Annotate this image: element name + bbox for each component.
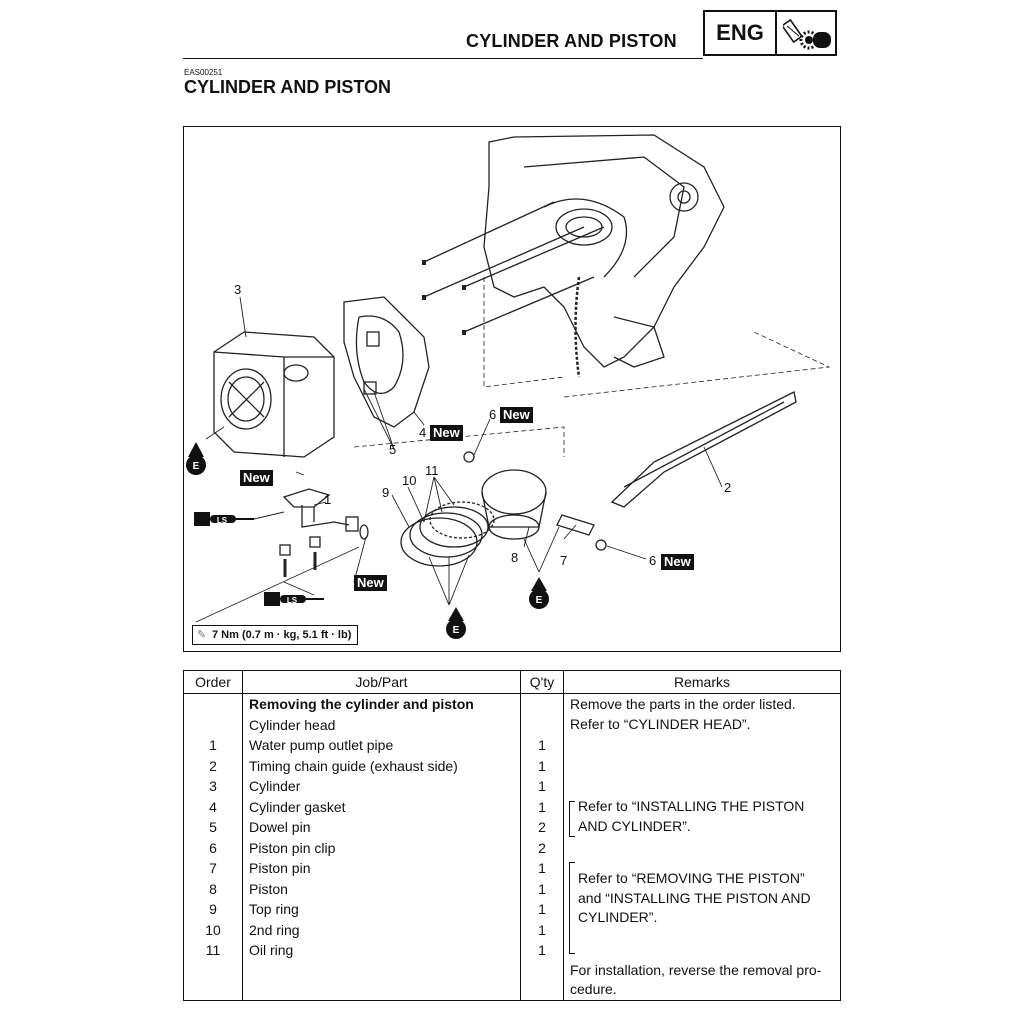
oil-can-icons [186, 442, 549, 639]
callout-6b: 6 [649, 553, 657, 568]
row-order: 10 [205, 921, 221, 938]
row-order [184, 715, 242, 736]
row-order: 7 [209, 860, 217, 876]
row-qty: 1 [538, 901, 546, 917]
callout-7: 7 [560, 553, 568, 568]
row-part: Piston pin clip [249, 839, 336, 856]
row-qty: 1 [538, 757, 546, 774]
remark-order-listed: Remove the parts in the order listed. [570, 696, 796, 712]
torque-spec-text: 7 Nm (0.7 m · kg, 5.1 ft · lb) [212, 629, 352, 641]
page-title: CYLINDER AND PISTON [184, 77, 392, 97]
eng-badge-label: ENG [705, 12, 777, 54]
header-rule [183, 58, 703, 59]
sealant-symbol-2: LS [287, 596, 298, 605]
row-part: Cylinder gasket [249, 798, 346, 815]
callout-8: 8 [511, 550, 519, 565]
remark-group2-b: and “INSTALLING THE PISTON AND [578, 890, 811, 906]
row-qty: 1 [538, 880, 546, 897]
row-qty: 1 [538, 798, 546, 815]
callout-3: 3 [234, 282, 242, 297]
new-tag-pipe-oring: New [240, 470, 273, 486]
row-order: 3 [209, 778, 217, 794]
row-order: 6 [209, 839, 217, 856]
row-order: 9 [209, 901, 217, 917]
row-qty: 1 [538, 737, 546, 753]
row-order [184, 694, 242, 715]
new-tag-gasket: New [430, 425, 463, 441]
row-part: Piston pin [249, 860, 311, 876]
exploded-view-figure: E E E LS LS 1 2 3 4 5 6 6 7 8 9 10 11 Ne… [183, 126, 841, 652]
remark-group1-b: AND CYLINDER”. [578, 818, 691, 834]
row-order: 11 [205, 942, 221, 958]
remark-group1-a: Refer to “INSTALLING THE PISTON [578, 798, 805, 814]
callout-10: 10 [402, 473, 417, 488]
section-title: CYLINDER AND PISTON [466, 31, 677, 51]
new-tag-clip-upper: New [500, 407, 533, 423]
order-column: 1 2 3 4 5 6 7 8 9 10 11 [183, 693, 243, 1001]
oil-symbol-1: E [193, 461, 200, 472]
table-header-row: Order Job/Part Q'ty Remarks [183, 670, 841, 694]
new-tag-clip-lower: New [661, 554, 694, 570]
row-qty: 2 [538, 819, 546, 835]
callout-6a: 6 [489, 407, 497, 422]
callout-2: 2 [724, 480, 732, 495]
row-part: Timing chain guide (exhaust side) [249, 757, 458, 774]
header-remarks: Remarks [563, 670, 841, 694]
header-job-part: Job/Part [242, 670, 521, 694]
remark-group2-a: Refer to “REMOVING THE PISTON” [578, 870, 805, 886]
callout-9: 9 [382, 485, 390, 500]
row-qty: 2 [538, 839, 546, 856]
row-part: Cylinder [249, 778, 301, 794]
row-part: Removing the cylinder and piston [249, 696, 474, 712]
row-part: 2nd ring [249, 921, 300, 938]
row-part: Piston [249, 880, 288, 897]
bracket-group-1 [569, 801, 575, 837]
sealant-symbol-1: LS [217, 516, 228, 525]
torque-spec: ✎ 7 Nm (0.7 m · kg, 5.1 ft · lb) [192, 625, 359, 645]
row-order: 2 [209, 757, 217, 774]
torque-wrench-icon: ✎ [197, 629, 207, 641]
oil-symbol-2: E [453, 625, 460, 636]
remark-cylinder-head: Refer to “CYLINDER HEAD”. [570, 716, 751, 732]
row-part: Cylinder head [249, 716, 336, 733]
remarks-column: Remove the parts in the order listed. Re… [563, 693, 841, 1001]
row-part: Dowel pin [249, 819, 311, 835]
row-qty: 1 [538, 921, 546, 938]
row-qty: 1 [538, 778, 546, 794]
oil-symbol-3: E [536, 595, 543, 606]
header-order: Order [183, 670, 243, 694]
row-qty: 1 [538, 942, 546, 958]
row-order: 5 [209, 819, 217, 835]
row-part: Top ring [249, 901, 299, 917]
row-part: Water pump outlet pipe [249, 737, 394, 753]
eng-badge: ENG [703, 10, 837, 56]
row-qty [521, 694, 563, 715]
row-order: 4 [209, 798, 217, 815]
row-order: 1 [209, 737, 217, 753]
new-tag-pipe-seal: New [354, 575, 387, 591]
callout-11: 11 [425, 463, 439, 478]
callout-4: 4 [419, 425, 427, 440]
row-qty: 1 [538, 860, 546, 876]
remark-final-a: For installation, reverse the removal pr… [570, 962, 822, 978]
row-part: Oil ring [249, 942, 294, 958]
sealant-gun-icons [194, 512, 324, 606]
qty-column: 1 1 1 1 2 2 1 1 1 1 1 [520, 693, 564, 1001]
doc-code: EAS00251 [184, 68, 223, 77]
row-qty [521, 715, 563, 736]
callout-1: 1 [324, 492, 332, 507]
callout-5: 5 [389, 442, 397, 457]
row-order: 8 [209, 880, 217, 897]
remark-group2-c: CYLINDER”. [578, 909, 658, 925]
bracket-group-2 [569, 862, 575, 954]
header-qty: Q'ty [520, 670, 564, 694]
exploded-view-drawing: E E E LS LS [186, 134, 831, 639]
remark-final-b: cedure. [570, 981, 617, 997]
engine-gear-icon [783, 18, 831, 50]
